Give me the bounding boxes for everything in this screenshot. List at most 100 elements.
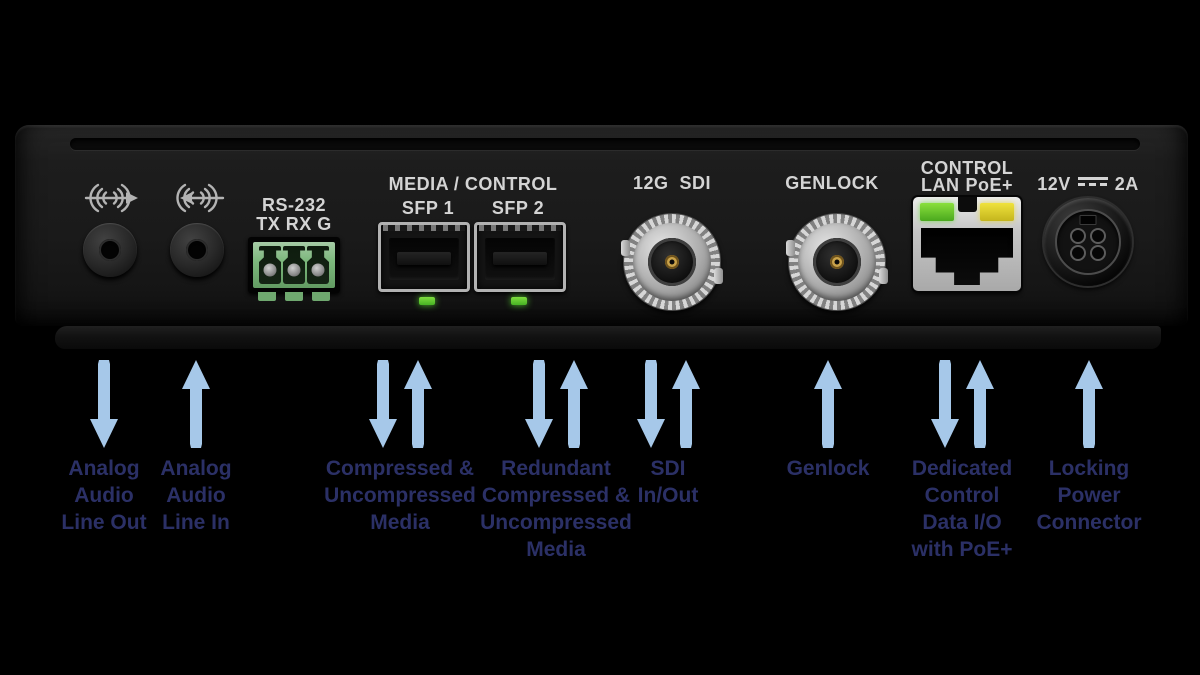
rj45-opening xyxy=(921,228,1013,285)
terminal-screw xyxy=(287,263,301,277)
callout-label: Genlock xyxy=(787,455,870,482)
bnc-lug xyxy=(879,268,888,284)
sfp1-cage xyxy=(378,222,470,292)
dc-symbol-icon xyxy=(1077,176,1108,186)
rs232-pins-label: TX RX G xyxy=(256,214,332,234)
signal-direction-arrows xyxy=(813,360,843,448)
rs232-label: RS-232 xyxy=(261,195,327,215)
genlock-label: GENLOCK xyxy=(785,173,879,193)
genlock-bnc-connector xyxy=(786,214,888,310)
sfp-slot xyxy=(389,238,459,280)
sdi-label: 12G SDI xyxy=(632,173,712,193)
signal-direction-arrows xyxy=(89,360,119,448)
poe-label: PoE+ xyxy=(965,175,1013,195)
terminal-screw xyxy=(263,263,277,277)
callout-label-line: with PoE+ xyxy=(911,538,1013,561)
lan-label: LAN xyxy=(921,175,960,195)
signal-direction-arrows xyxy=(636,360,701,448)
arrow-up-icon xyxy=(182,360,210,448)
bnc-lug xyxy=(786,240,795,256)
callout-label-line: Analog xyxy=(160,457,232,480)
callout-label-line: Genlock xyxy=(786,457,870,480)
sfp2-label: SFP 2 xyxy=(491,198,545,218)
arrow-up-icon xyxy=(814,360,842,448)
sfp2-status-led xyxy=(511,297,527,305)
audio-line-out-icon xyxy=(84,183,138,213)
callout-label-line: Control xyxy=(924,484,1000,507)
power-connector-inner xyxy=(1055,209,1121,275)
signal-direction-arrows xyxy=(368,360,433,448)
callout-label-line: Compressed & xyxy=(325,457,475,480)
callout-label-line: Uncompressed xyxy=(324,484,476,507)
audio-line-in-jack xyxy=(170,223,224,277)
callout-label-line: Uncompressed xyxy=(480,511,632,534)
arrow-down-icon xyxy=(636,360,665,448)
arrow-up-icon xyxy=(671,360,700,448)
signal-direction-arrows xyxy=(524,360,589,448)
media-control-label: MEDIA / CONTROL xyxy=(388,174,558,194)
lan-yellow-led xyxy=(980,203,1014,221)
callout-label-line: In/Out xyxy=(637,484,699,507)
lan-green-led xyxy=(920,203,954,221)
signal-direction-arrows xyxy=(930,360,995,448)
arrow-down-icon xyxy=(930,360,959,448)
callout-label-line: Audio xyxy=(166,484,226,507)
callout-label-line: Compressed & xyxy=(481,484,631,507)
sfp2-cage xyxy=(474,222,566,292)
arrow-up-icon xyxy=(559,360,588,448)
signal-direction-arrows xyxy=(1074,360,1104,448)
control-label: CONTROL xyxy=(920,158,1014,178)
arrow-down-icon xyxy=(90,360,118,448)
callout-label-line: Audio xyxy=(74,484,134,507)
volts-label: 12V xyxy=(1037,174,1071,194)
power-pin xyxy=(1070,228,1086,244)
locking-power-connector xyxy=(1044,198,1132,286)
jack-hole xyxy=(99,239,121,261)
power-pin xyxy=(1090,228,1106,244)
device-base-plate xyxy=(55,326,1161,349)
bnc-lug xyxy=(621,240,630,256)
callout-label-line: Media xyxy=(526,538,586,561)
audio-line-in-icon xyxy=(176,183,225,213)
amps-label: 2A xyxy=(1114,174,1139,194)
rs232-terminal-block xyxy=(248,237,340,301)
jack-hole xyxy=(186,239,208,261)
terminal-feet xyxy=(258,292,330,301)
terminal-slot-tx xyxy=(259,246,281,284)
device-rear-panel: RS-232 TX RX G MEDIA / CONTROL SFP 1 SFP… xyxy=(15,125,1188,326)
power-key-notch xyxy=(1079,215,1097,225)
arrow-up-icon xyxy=(1075,360,1103,448)
lan-rj45-port xyxy=(913,197,1021,291)
terminal-slot-rx xyxy=(283,246,305,284)
sfp1-status-led xyxy=(419,297,435,305)
bnc-lug xyxy=(714,268,723,284)
chassis-top-groove xyxy=(70,138,1140,150)
callout-label-line: Media xyxy=(370,511,430,534)
power-pin xyxy=(1070,245,1086,261)
callout-label-line: Power xyxy=(1057,484,1121,507)
sfp-slot xyxy=(485,238,555,280)
rj45-latch-tab xyxy=(958,197,977,212)
callout-label-line: Analog xyxy=(68,457,140,480)
bnc-center-pin xyxy=(830,255,844,269)
power-rating-label: 12V 2A xyxy=(1023,175,1153,193)
callout-label-line: Line Out xyxy=(61,511,147,534)
callout-label-line: Dedicated xyxy=(911,457,1013,480)
arrow-down-icon xyxy=(368,360,397,448)
audio-line-out-jack xyxy=(83,223,137,277)
terminal-slot-g xyxy=(307,246,329,284)
arrow-up-icon xyxy=(403,360,432,448)
